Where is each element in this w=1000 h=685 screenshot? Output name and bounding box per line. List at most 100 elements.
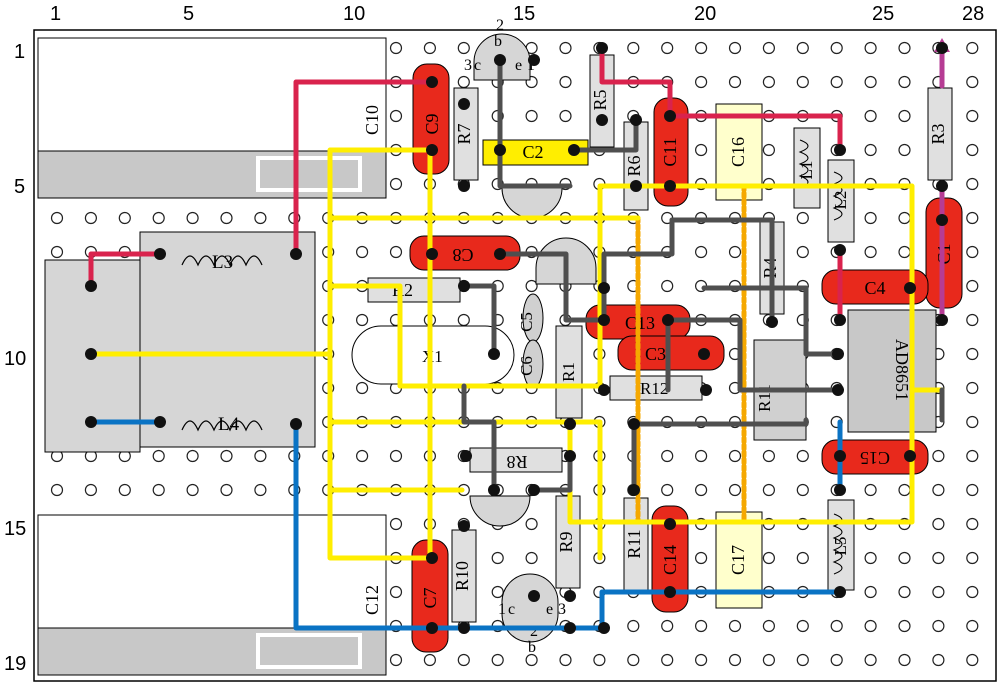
module-bottom xyxy=(37,514,387,676)
wire-gray-7 xyxy=(665,317,841,393)
hole xyxy=(728,619,742,633)
c8-label: C8 xyxy=(452,245,473,265)
solder-point xyxy=(834,484,846,496)
hole xyxy=(356,449,369,463)
solder-point xyxy=(290,418,302,430)
hole xyxy=(389,585,403,599)
solder-point xyxy=(564,418,576,430)
solder-point xyxy=(766,316,778,328)
solder-point xyxy=(628,418,640,430)
hole xyxy=(50,245,64,259)
hole xyxy=(220,449,233,463)
hole xyxy=(864,41,877,55)
solder-point xyxy=(528,484,540,496)
solder-point xyxy=(458,622,470,634)
hole xyxy=(830,653,843,667)
hole xyxy=(389,41,403,55)
hole xyxy=(898,483,911,497)
hole xyxy=(254,449,267,463)
hole xyxy=(898,211,911,225)
tr-top-emitter: e xyxy=(515,57,522,74)
r3-label: R3 xyxy=(928,123,948,144)
tr-bot-emitter: e xyxy=(546,601,553,618)
hole xyxy=(864,109,877,123)
hole xyxy=(796,245,809,259)
c17-label: C17 xyxy=(728,545,748,575)
wire-red-3 xyxy=(599,45,843,153)
hole xyxy=(796,75,809,89)
hole xyxy=(50,483,64,497)
hole xyxy=(84,211,98,225)
hole xyxy=(796,619,809,633)
hole xyxy=(559,653,572,667)
solder-point xyxy=(460,450,472,462)
solder-point xyxy=(494,144,506,156)
hole xyxy=(966,177,979,191)
hole xyxy=(966,313,979,327)
hole xyxy=(966,109,979,123)
wire-gray-8 xyxy=(701,285,841,357)
hole xyxy=(932,449,945,463)
hole xyxy=(525,109,538,123)
board-outline xyxy=(33,29,997,682)
hole xyxy=(864,619,877,633)
hole xyxy=(525,653,538,667)
c2-label: C2 xyxy=(522,142,543,162)
hole xyxy=(220,211,233,225)
hole xyxy=(966,483,979,497)
module-side: L3 L4 xyxy=(44,231,316,453)
solder-point xyxy=(662,314,674,326)
hole xyxy=(694,483,708,497)
hole xyxy=(966,517,979,531)
hole xyxy=(186,211,199,225)
hole xyxy=(118,483,131,497)
solder-point xyxy=(426,144,438,156)
solder-point xyxy=(596,42,608,54)
c14-label: C14 xyxy=(660,545,680,575)
hole xyxy=(864,585,877,599)
solder-point xyxy=(832,348,844,360)
components: C9 C10 R7 C2 R5 R6 C11 C16 L1 L2 R3 C1 xyxy=(351,54,963,653)
c12-label: C12 xyxy=(362,585,382,615)
hole xyxy=(525,279,538,293)
hole xyxy=(728,75,742,89)
solder-point xyxy=(904,450,916,462)
transistor-bottom: 1 c e 3 2 b xyxy=(498,573,566,656)
hole xyxy=(525,551,538,565)
solder-point xyxy=(596,114,608,126)
solder-point xyxy=(564,590,576,602)
solder-point xyxy=(568,144,580,156)
solder-point xyxy=(936,180,948,192)
r7-label: R7 xyxy=(454,123,474,144)
wire-gray-4 xyxy=(461,283,497,357)
solder-point xyxy=(834,314,846,326)
hole xyxy=(627,653,640,667)
solder-point xyxy=(834,450,846,462)
solder-point xyxy=(426,76,438,88)
hole xyxy=(830,75,843,89)
solder-point xyxy=(664,180,676,192)
solder-point xyxy=(700,384,712,396)
tr-bot-collector: c xyxy=(508,601,515,618)
solder-point xyxy=(426,248,438,260)
r6-label: R6 xyxy=(624,155,644,176)
hole xyxy=(661,449,674,463)
column-label-5: 5 xyxy=(183,3,194,25)
solder-point xyxy=(458,98,470,110)
hole xyxy=(152,483,165,497)
tr-bot-pin2: 2 xyxy=(530,623,538,640)
hole xyxy=(966,585,979,599)
hole xyxy=(830,619,843,633)
solder-point xyxy=(936,42,948,54)
hole xyxy=(864,551,877,565)
wire-gray-6 xyxy=(601,217,675,291)
hole xyxy=(762,41,776,55)
hole xyxy=(864,483,877,497)
c15-label: C15 xyxy=(860,448,890,468)
solder-point xyxy=(598,314,610,326)
hole xyxy=(457,313,470,327)
hole xyxy=(254,483,267,497)
hole xyxy=(559,41,572,55)
hole xyxy=(762,75,776,89)
hole xyxy=(491,551,504,565)
